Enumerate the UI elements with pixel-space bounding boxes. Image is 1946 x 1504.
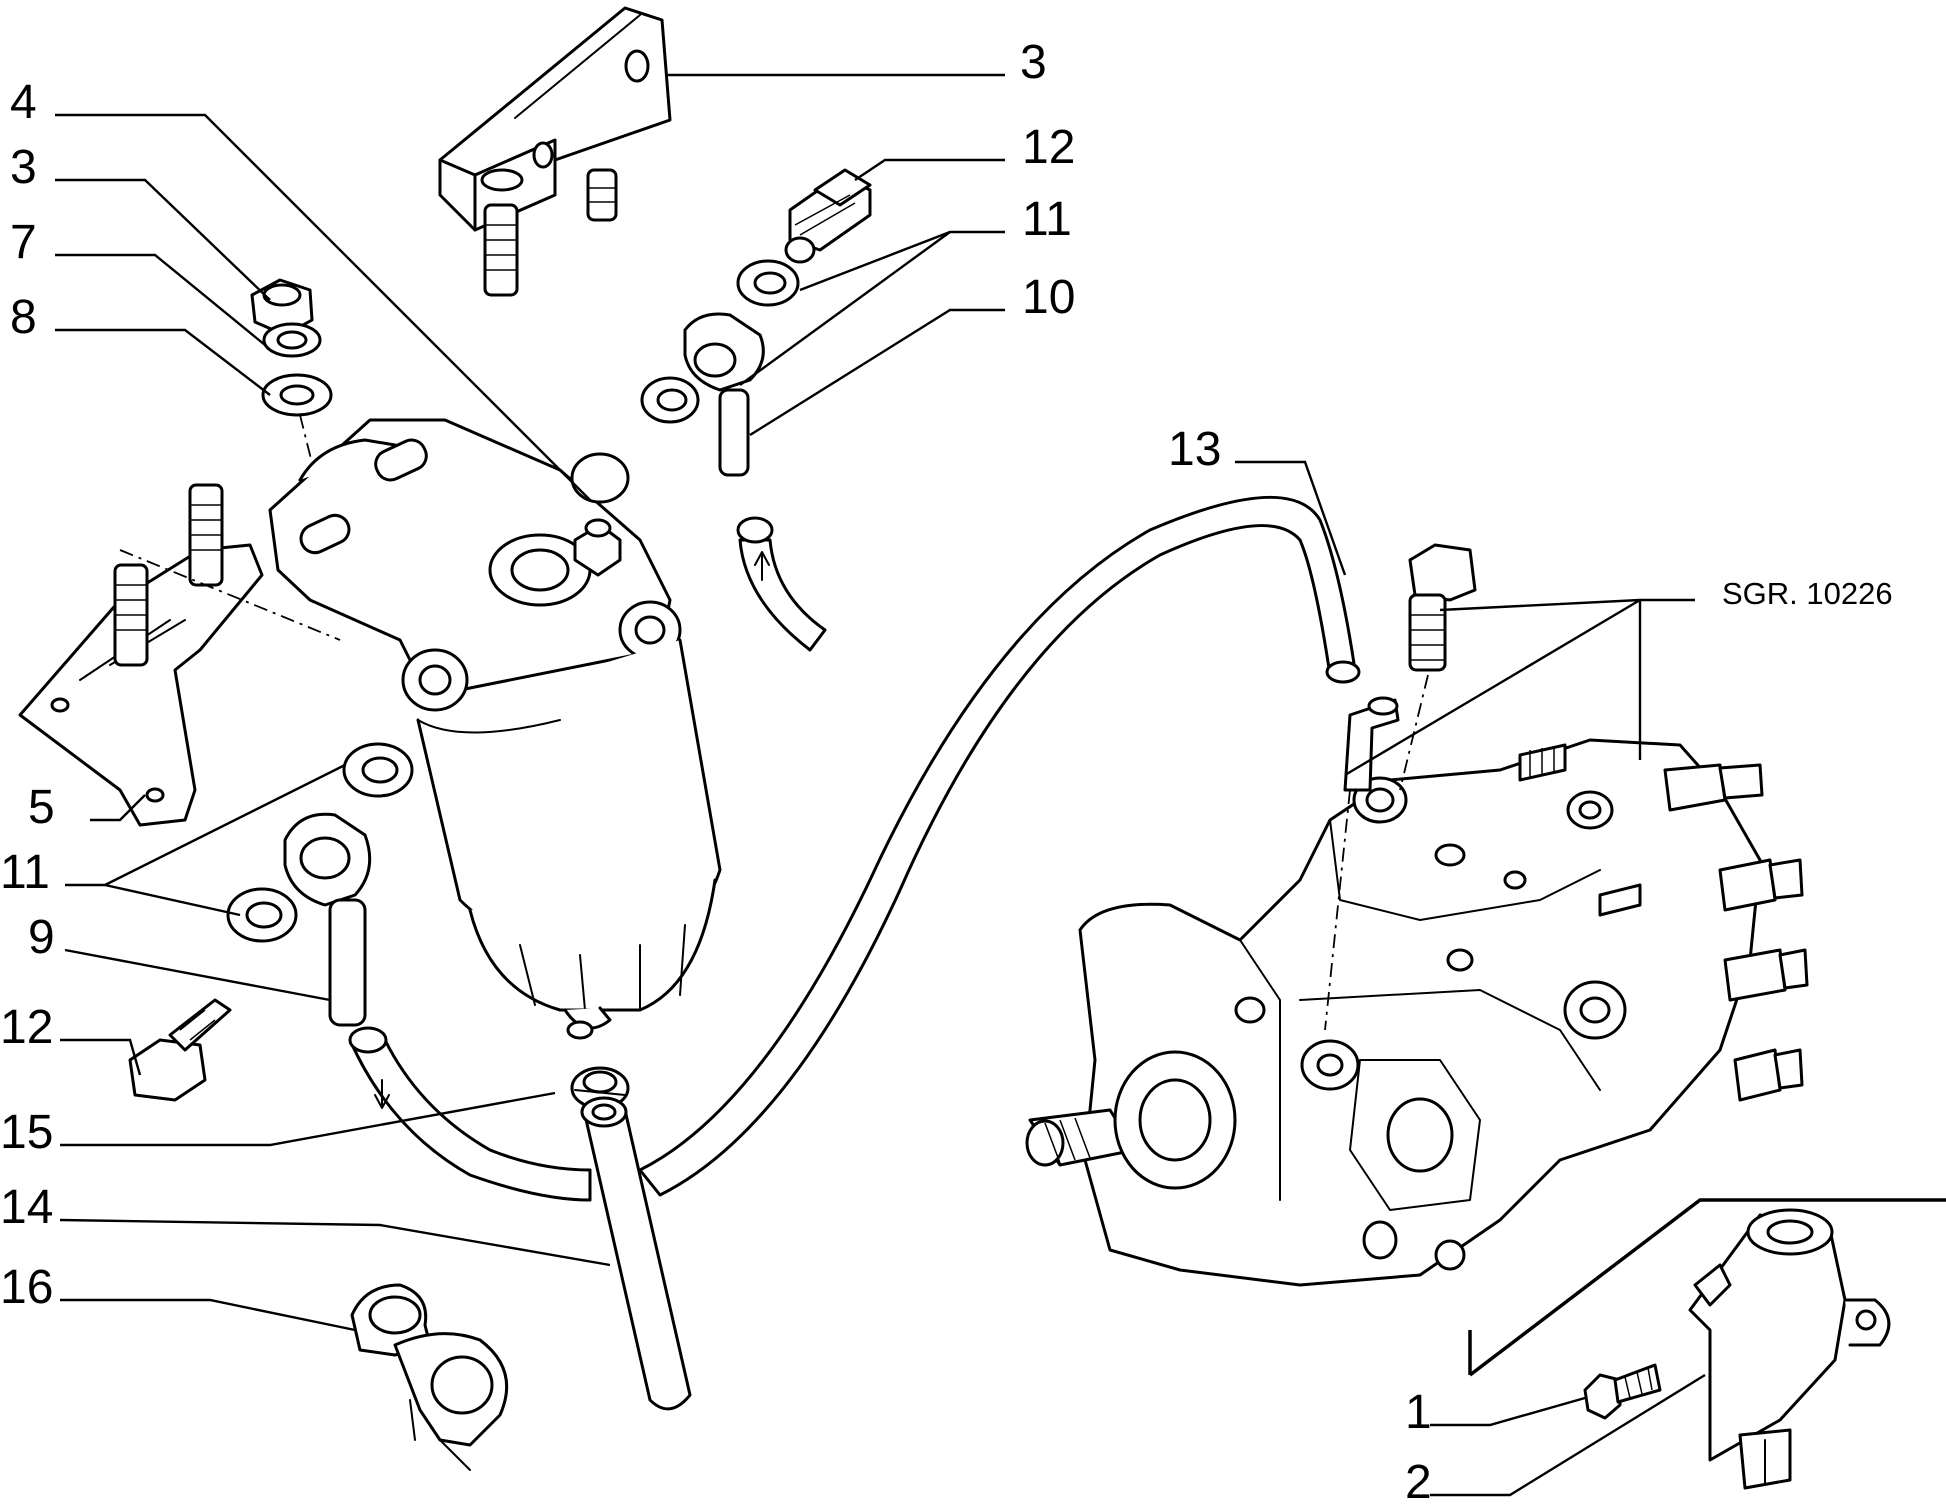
drawing-reference: SGR. 10226 <box>1722 576 1893 611</box>
callout-2: 2 <box>1405 1456 1432 1504</box>
mounting-bracket-top <box>438 6 672 297</box>
callout-3-left: 3 <box>10 141 37 194</box>
double-hose-clip <box>350 1283 509 1471</box>
fuel-filter-assembly <box>268 418 722 1040</box>
return-fuel-hose <box>638 495 1361 1197</box>
straight-fuel-pipe <box>580 1096 692 1411</box>
sealing-washers-left <box>226 742 414 943</box>
callout-4: 4 <box>10 76 37 129</box>
callout-12-left: 12 <box>0 1001 53 1054</box>
banjo-bolt-left <box>128 998 232 1102</box>
banjo-fitting-left <box>283 812 372 1027</box>
callout-3-top: 3 <box>1020 36 1047 89</box>
callout-10: 10 <box>1022 271 1075 324</box>
solenoid-screw <box>1583 1363 1662 1420</box>
sealing-washers-top <box>640 259 800 424</box>
callout-9: 9 <box>28 911 55 964</box>
leader-lines <box>55 73 1946 1497</box>
support-bracket-left <box>18 483 341 827</box>
callout-1: 1 <box>1405 1386 1432 1439</box>
callout-5: 5 <box>28 781 55 834</box>
callout-labels: 3 12 11 10 13 4 3 7 8 5 11 9 12 15 14 16… <box>0 36 1893 1504</box>
callout-12-top: 12 <box>1022 121 1075 174</box>
callout-11-top: 11 <box>1022 193 1072 246</box>
fuel-hose-short-upper <box>736 516 827 652</box>
callout-16: 16 <box>0 1261 53 1314</box>
callout-7: 7 <box>10 216 37 269</box>
banjo-bolt-top <box>784 168 872 264</box>
callout-8: 8 <box>10 291 37 344</box>
callout-14: 14 <box>0 1181 53 1234</box>
callout-13: 13 <box>1168 423 1221 476</box>
nut-and-washers-stack <box>250 278 336 556</box>
solenoid-valve <box>1688 1208 1891 1490</box>
injection-pump-assembly <box>1025 696 1809 1287</box>
pump-banjo-bolt <box>1324 543 1477 1031</box>
fuel-hose-lower-left <box>348 1026 592 1202</box>
banjo-fitting-top <box>683 312 765 477</box>
callout-11-left: 11 <box>0 846 50 899</box>
callout-15: 15 <box>0 1106 53 1159</box>
